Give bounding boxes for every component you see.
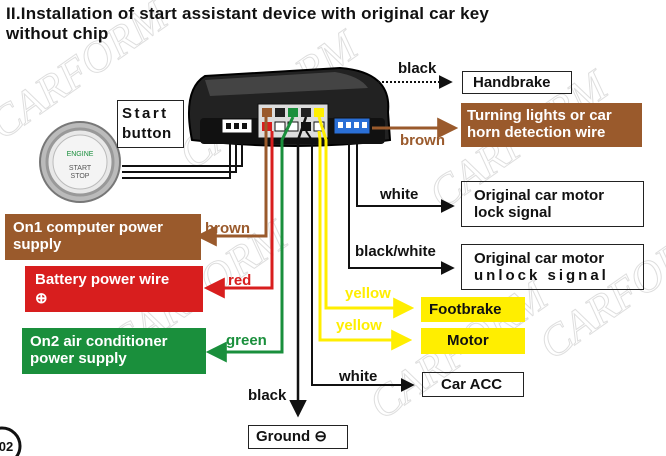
start-button-start-text: START [69,165,92,172]
page-number: 02 [0,439,13,454]
car-acc-label: Car ACC [441,376,503,393]
lock-line1: Original car motor [474,187,605,204]
title-line-1: II.Installation of start assistant devic… [6,4,490,23]
wire-label-white-acc: white [339,368,378,385]
on2-line2: power supply [30,350,127,367]
footbrake-label: Footbrake [429,301,502,318]
turning-line2: horn detection wire [467,124,606,141]
wire-label-black-white: black/white [355,243,436,260]
start-button-wires [122,135,243,179]
wire-brown-on1 [195,117,268,247]
on1-line2: supply [13,236,62,253]
turning-line1: Turning lights or car [467,107,612,124]
connector-main [257,103,329,139]
wire-white-acc [305,130,415,392]
wire-black-ground [289,116,308,418]
start-button-stop-text: STOP [71,173,90,180]
handbrake-label: Handbrake [473,74,551,91]
battery-line1: Battery power wire [35,271,170,288]
connector-blue [333,117,371,135]
on2-air-conditioner-box: On2 air conditioner power supply [22,328,206,374]
wire-label-black-top: black [398,60,437,77]
page-number-badge: 02 [0,426,22,456]
wire-green-on2 [205,116,295,363]
wire-label-red: red [228,272,252,289]
on1-computer-power-box: On1 computer power supply [5,214,201,260]
connector-white [221,118,253,134]
wire-label-black-ground: black [248,387,287,404]
unlock-line2: unlock signal [474,267,609,284]
start-stop-button-icon: ENGINE START STOP [39,121,121,203]
lock-line2: lock signal [474,204,552,221]
ground-label: Ground [256,428,311,445]
wire-red-battery [203,131,274,299]
start-button-label-line2: button [122,125,172,142]
wire-blackwhite-unlock [348,134,455,275]
battery-plus-symbol: ⊕ [35,290,48,307]
handbrake-box: Handbrake [462,71,572,94]
on1-line1: On1 computer power [13,219,164,236]
motor-lock-signal-box: Original car motor lock signal [461,181,644,227]
turning-lights-box: Turning lights or car horn detection wir… [461,103,642,147]
motor-label: Motor [447,332,489,349]
battery-power-box: Battery power wire ⊕ [25,266,203,312]
ground-minus-symbol: ⊖ [314,428,327,445]
wire-white-lock [356,134,455,213]
ground-box: Ground ⊖ [248,425,348,449]
motor-box: Motor [421,328,525,354]
start-button-label-line1: Start [122,105,169,122]
wire-label-brown-left: brown [205,220,250,237]
wire-label-white-lock: white [380,186,419,203]
car-acc-box: Car ACC [422,372,524,397]
footbrake-box: Footbrake [421,297,525,322]
unlock-line1: Original car motor [474,250,605,267]
on2-line1: On2 air conditioner [30,333,168,350]
wire-label-yellow-2: yellow [336,317,382,334]
page-title: II.Installation of start assistant devic… [6,4,489,44]
start-button-engine-text: ENGINE [67,151,94,158]
title-line-2: without chip [6,24,109,43]
wire-yellow-footbrake [317,116,415,319]
wire-label-green: green [226,332,267,349]
wire-label-brown-right: brown [400,132,445,149]
wire-yellow-motor [317,130,413,351]
start-button-label-box: Start button [117,100,184,148]
wire-label-yellow-1: yellow [345,285,391,302]
motor-unlock-signal-box: Original car motor unlock signal [461,244,644,290]
